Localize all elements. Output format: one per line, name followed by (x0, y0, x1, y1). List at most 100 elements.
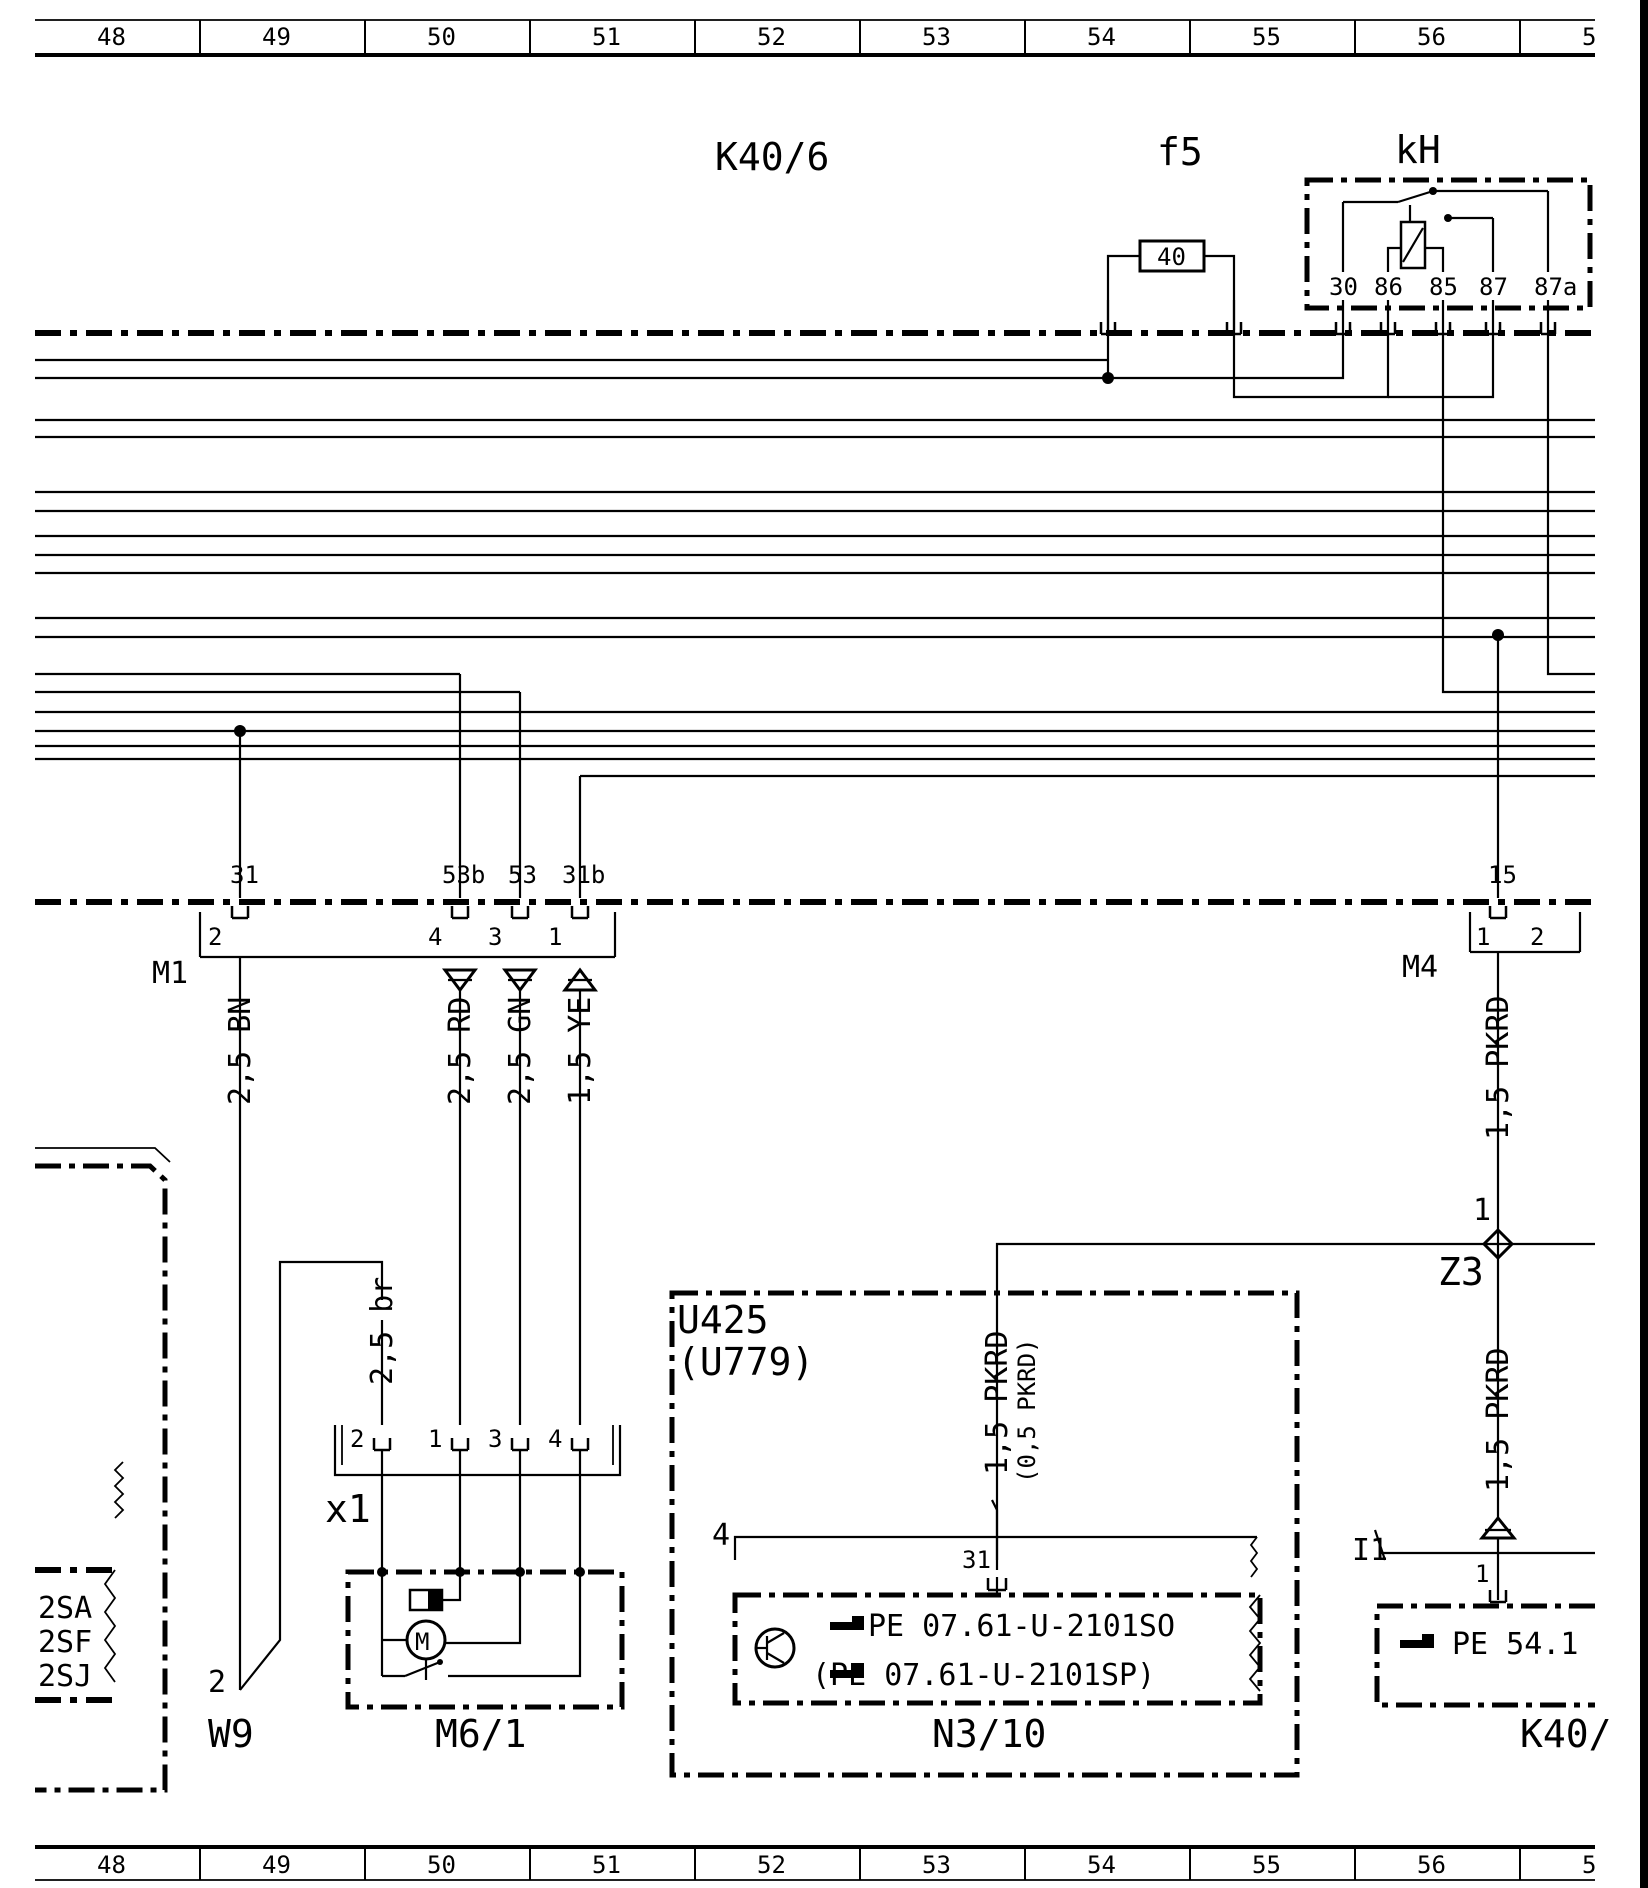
x1-pin-mark (570, 1438, 590, 1452)
w9-label: W9 (208, 1712, 254, 1756)
wire-n3-feed-label: 1,5 PKRD (980, 1331, 1015, 1476)
grid-column-number: 48 (97, 1851, 126, 1879)
relay-terminal-1: 30 (1329, 273, 1358, 301)
grid-column-number: 50 (427, 23, 456, 51)
m1-pin-mark (450, 906, 470, 920)
m1-pin-1: 2 (208, 923, 222, 951)
m1-pin-mark (230, 906, 250, 920)
m1-output-wires (238, 957, 582, 1690)
m1-pin-mark (570, 906, 590, 920)
m1-terminal-2: 53b (442, 861, 485, 889)
wire-m1-31b-label: 1,5 YE (563, 997, 598, 1105)
m1-connector: M1 (152, 912, 617, 991)
m1-pin-4: 1 (548, 923, 562, 951)
grid-column-number: 49 (262, 23, 291, 51)
n3-pin-left: 4 (712, 1518, 730, 1553)
wire-m1-31-label: 2,5 BN (223, 997, 258, 1105)
x1-pin-2: 1 (428, 1425, 442, 1453)
grid-column-number: 51 (592, 1851, 621, 1879)
grid-column-number: 55 (1252, 23, 1281, 51)
relay-terminal-5: 87a (1534, 273, 1577, 301)
m4-pin-2: 2 (1530, 923, 1544, 951)
k40-terminal: 1 (1475, 1560, 1489, 1588)
m1-terminal-3: 53 (508, 861, 537, 889)
m6-1-label: M6/1 (435, 1712, 527, 1756)
bottom-grid-strip: 48 49 50 51 52 53 54 55 56 5 (35, 1845, 1596, 1881)
wire-w9-br-label: 2,5 br (365, 1277, 400, 1385)
m4-z3-wires (995, 952, 1595, 1600)
x1-pin-4: 4 (548, 1425, 562, 1453)
left-block-2sj: 2SJ (38, 1659, 92, 1694)
u779-label: (U779) (677, 1340, 814, 1384)
k40-ref: PE 54.1 (1452, 1627, 1578, 1662)
w9-pin-label: 2 (208, 1665, 226, 1700)
m1-drops (234, 674, 582, 898)
grid-column-number: 54 (1087, 1851, 1116, 1879)
z3-pin-label: 1 (1473, 1193, 1491, 1228)
f5-label: f5 (1157, 130, 1203, 174)
kh-label: kH (1395, 128, 1441, 172)
m1-terminal-1: 31 (230, 861, 259, 889)
wire-n3-feed-alt-label: (0,5 PKRD) (1013, 1339, 1041, 1484)
grid-column-number: 56 (1417, 23, 1446, 51)
relay-terminal-2: 86 (1374, 273, 1403, 301)
page-edge (1640, 0, 1648, 1888)
m6-1-motor: M M6/1 (345, 1567, 625, 1756)
x1-pin-mark (372, 1438, 392, 1452)
svg-text:M: M (415, 1628, 429, 1656)
grid-column-number: 53 (922, 1851, 951, 1879)
left-block-2sf: 2SF (38, 1625, 92, 1660)
m1-pin-mark (510, 906, 530, 920)
x1-pin-mark (450, 1438, 470, 1452)
k40-right-label: K40/ (1520, 1712, 1612, 1756)
grid-column-number: 50 (427, 1851, 456, 1879)
grid-column-number: 52 (757, 1851, 786, 1879)
grid-column-number: 53 (922, 23, 951, 51)
z3-label: Z3 (1438, 1250, 1484, 1294)
grid-column-number: 5 (1582, 1851, 1596, 1879)
grid-column-number: 49 (262, 1851, 291, 1879)
wire-m1-53-label: 2,5 GN (503, 997, 538, 1105)
grid-column-number: 55 (1252, 1851, 1281, 1879)
wire-m4-out-label: 1,5 PKRD (1481, 996, 1516, 1141)
m1-label: M1 (152, 956, 188, 991)
x1-pin-mark (510, 1438, 530, 1452)
x1-pin-3: 3 (488, 1425, 502, 1453)
motor-icon: M (405, 1619, 447, 1661)
left-block-2sa: 2SA (38, 1591, 92, 1626)
x1-pin-1: 2 (350, 1425, 364, 1453)
bus-lines (35, 358, 1595, 778)
x1-connector: 2 1 3 4 x1 (325, 1425, 622, 1572)
x1-label: x1 (325, 1487, 371, 1531)
u425-block: U425 (U779) 1,5 PKRD (0,5 PKRD) 4 31 PE … (669, 1290, 1300, 1778)
wire-z3-down-label: 1,5 PKRD (1481, 1348, 1516, 1493)
grid-column-number: 52 (757, 23, 786, 51)
m1-pin-3: 3 (488, 923, 502, 951)
n3-ref-1: PE 07.61-U-2101SO (868, 1609, 1175, 1644)
grid-column-number: 5 (1582, 23, 1596, 51)
n3-ref-2: (PE 07.61-U-2101SP) (812, 1658, 1155, 1693)
m1-terminal-4: 31b (562, 861, 605, 889)
wire-m1-53b-label: 2,5 RD (443, 997, 478, 1105)
fuse-rating: 40 (1157, 243, 1186, 271)
grid-column-number: 48 (97, 23, 126, 51)
grid-column-number: 56 (1417, 1851, 1446, 1879)
relay-bus-connections (1102, 333, 1595, 898)
ground-arrow-icon (442, 967, 598, 993)
m4-terminal: 15 (1488, 861, 1517, 889)
n3-10-label: N3/10 (932, 1712, 1046, 1756)
m4-label: M4 (1402, 950, 1438, 985)
k40-right-block: I1 1 PE 54.1 K40/ (1352, 1529, 1612, 1756)
m4-pin-1: 1 (1476, 923, 1490, 951)
relay-terminal-4: 87 (1479, 273, 1508, 301)
m4-connector: M4 15 1 2 (1402, 861, 1582, 985)
n3-terminal: 31 (962, 1546, 991, 1574)
fuse-f5: 40 (1106, 239, 1236, 330)
u425-label: U425 (677, 1298, 769, 1342)
grid-column-number: 51 (592, 23, 621, 51)
m1-pin-2: 4 (428, 923, 442, 951)
left-block: 2SA 2SF 2SJ (35, 1147, 171, 1793)
